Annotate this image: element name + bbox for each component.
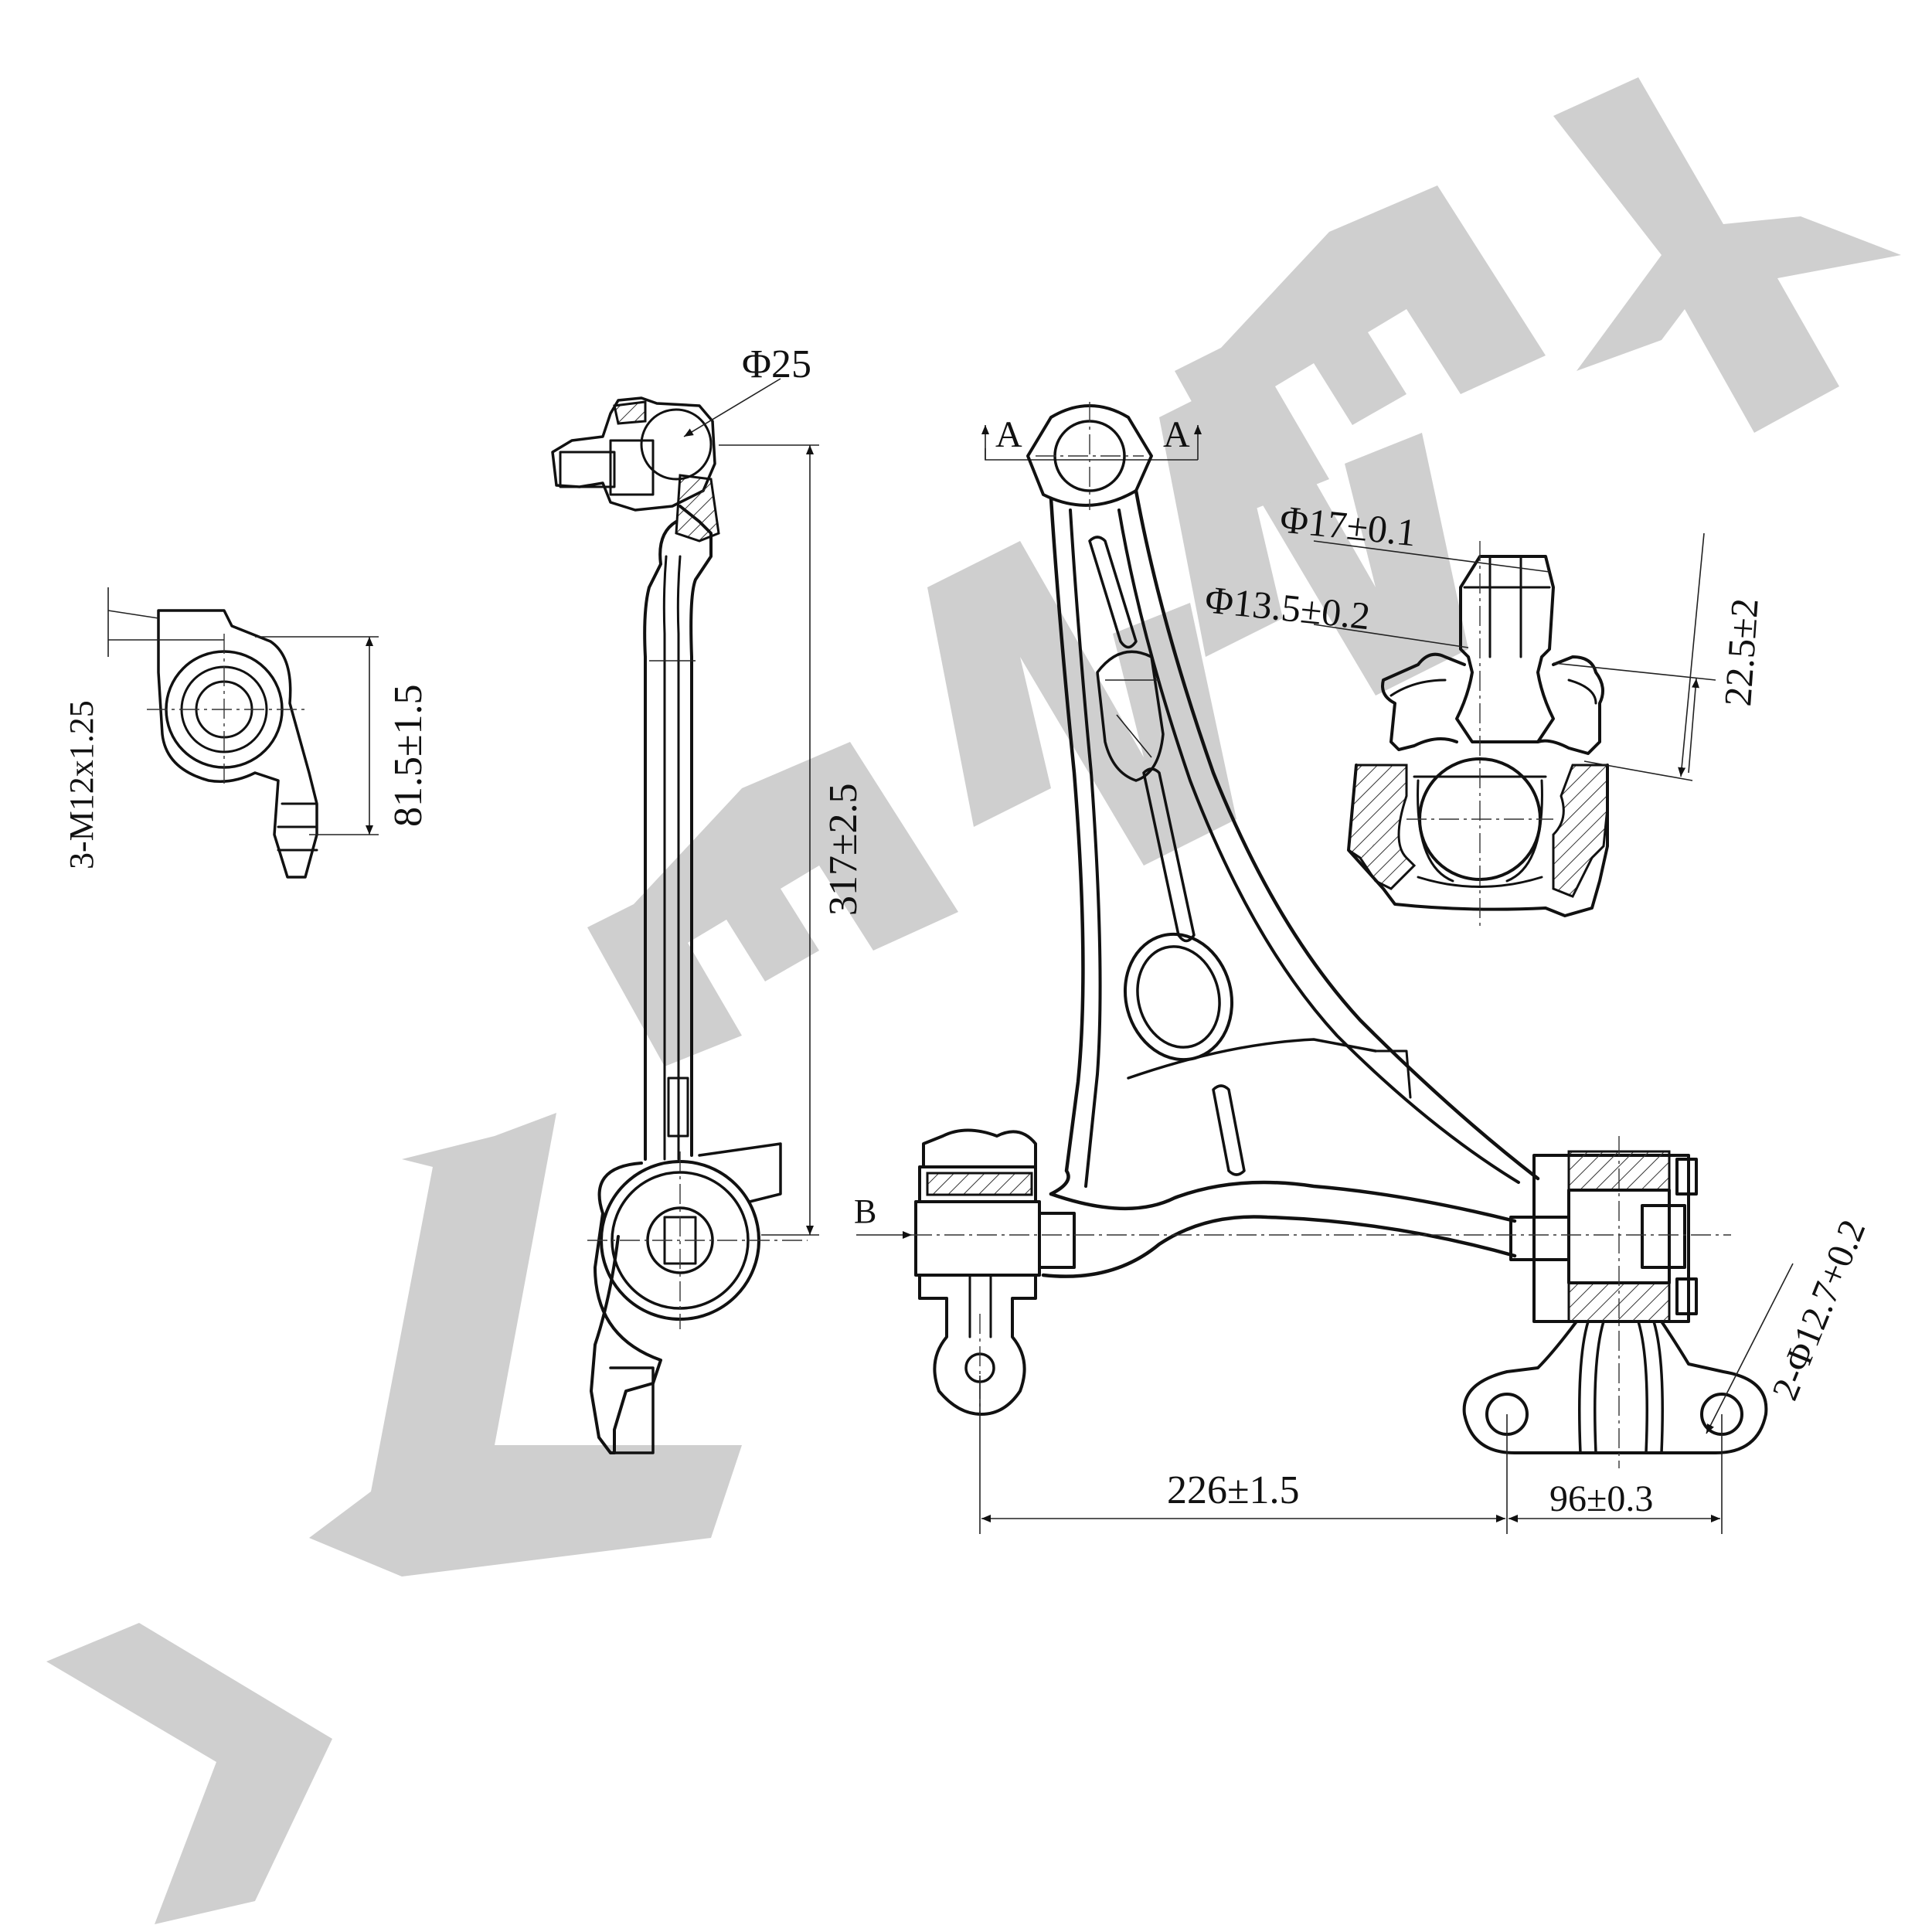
span-main-dimension: 226±1.5	[1167, 1468, 1300, 1512]
bushing-mount-view: 3-M12x1.25 81.5±1.5	[63, 587, 430, 879]
watermark-letter-n1	[927, 541, 1236, 866]
section-mark-a-left: A	[995, 414, 1022, 455]
bushing-height-dimension: 81.5±1.5	[386, 684, 430, 827]
arm-side-view: Φ25 317±2.5	[551, 342, 866, 1454]
section-mark-a-right: A	[1163, 414, 1190, 455]
span-holes-dimension: 96±0.3	[1549, 1478, 1653, 1519]
ball-joint-section: Φ17±0.1 Φ13.5±0.2 22.5±2	[1203, 497, 1767, 927]
watermark-letter-e1	[587, 742, 958, 1066]
arm-length-dimension: 317±2.5	[821, 783, 866, 916]
holes-dimension: 2-Φ12.7+0.2	[1764, 1214, 1873, 1406]
watermark-logo	[46, 77, 1901, 1924]
section-mark-b: B	[854, 1192, 876, 1230]
ball-diameter-label: Φ25	[742, 342, 811, 386]
thread-dimension: 3-M12x1.25	[63, 700, 100, 869]
watermark-letter-k	[1553, 77, 1901, 433]
stud-height-dimension: 22.5±2	[1716, 597, 1767, 708]
watermark-chevron	[46, 1623, 332, 1924]
watermark-letter-e2	[1175, 185, 1546, 510]
watermark-letter-z	[309, 1113, 742, 1577]
